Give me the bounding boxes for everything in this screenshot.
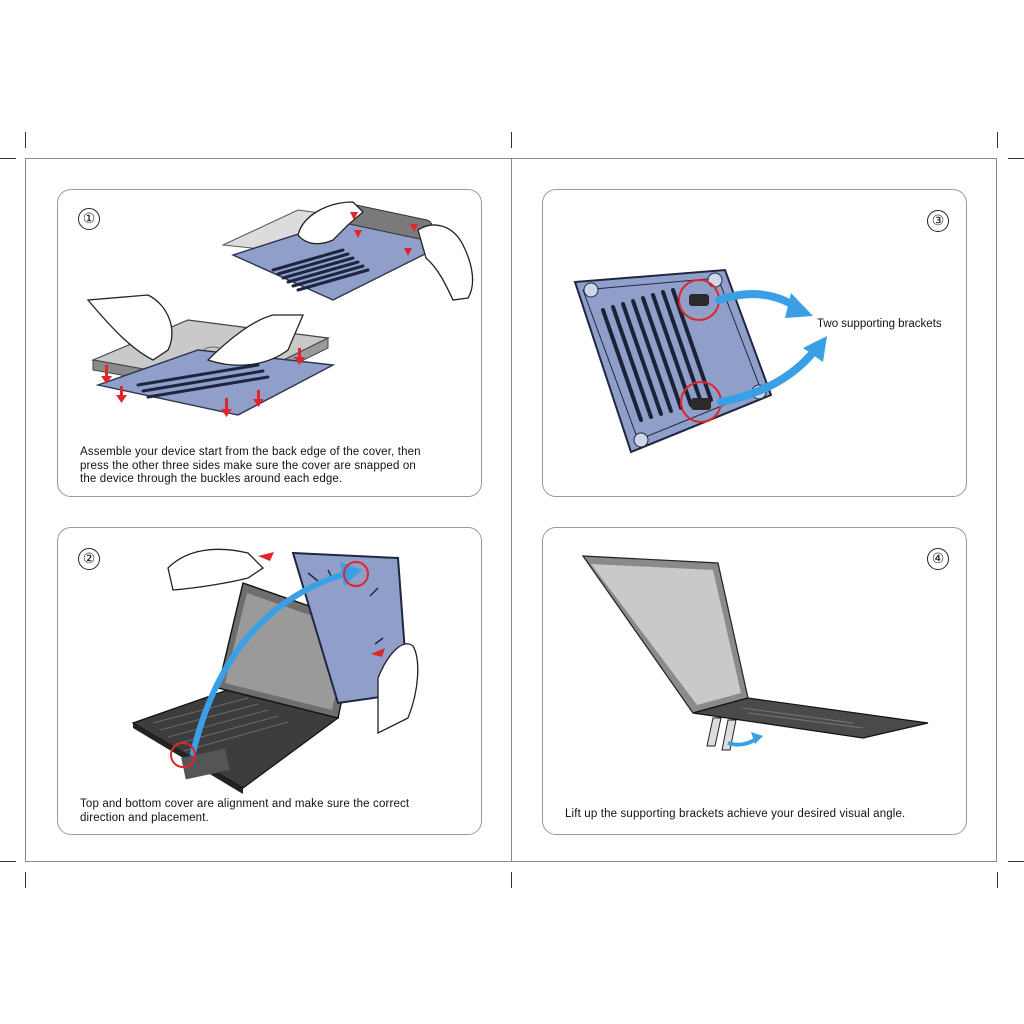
step-1-panel: ① [57, 189, 482, 497]
step-3-number: ③ [927, 210, 949, 232]
hand-shape [167, 548, 265, 591]
crop-mark [511, 872, 512, 888]
step-2-panel: ② Top and bottom cover are ali [57, 527, 482, 835]
alignment-highlight-bottom [170, 742, 196, 768]
caption-line: direction and placement. [80, 811, 209, 824]
caption-line: Lift up the supporting brackets achieve … [565, 808, 906, 820]
hand-shape [206, 314, 304, 366]
hand-shape [86, 294, 173, 361]
case-bottom-shell [573, 268, 773, 454]
laptop-base [692, 697, 929, 739]
caption-line: Assemble your device start from the back… [80, 446, 421, 458]
crop-mark [25, 132, 26, 148]
hand-shape [297, 201, 364, 245]
support-bracket [689, 294, 711, 410]
fold-line [511, 158, 512, 862]
support-bracket [706, 717, 737, 751]
step-2-number: ② [78, 548, 100, 570]
alignment-highlight-top [343, 561, 369, 587]
hand-shape [377, 643, 419, 735]
step-1-illustration [86, 201, 474, 417]
crop-mark [1008, 861, 1024, 862]
crop-mark [0, 158, 16, 159]
step-1-number: ① [78, 208, 100, 230]
step-2-illustration [131, 548, 419, 794]
caption-line: Top and bottom cover are alignment and m… [80, 798, 410, 810]
hand-shape [417, 224, 474, 301]
step-1-caption: Assemble your device start from the back… [80, 446, 421, 487]
caption-line: the device through the buckles around ea… [80, 473, 343, 485]
alignment-arc-arrow [190, 570, 351, 756]
step-3-panel: ③ Two supporting brackets [542, 189, 967, 497]
crop-mark [511, 132, 512, 148]
step-4-number: ④ [927, 548, 949, 570]
caption-line: press the other three sides make sure th… [80, 459, 416, 472]
pointer-arrow-bottom [717, 346, 819, 406]
step-3-illustration [573, 268, 827, 454]
brackets-callout: Two supporting brackets [817, 318, 942, 330]
crop-mark [997, 872, 998, 888]
step-4-illustration [581, 555, 929, 751]
crop-mark [0, 861, 16, 862]
step-4-caption: Lift up the supporting brackets achieve … [565, 808, 905, 822]
crop-mark [997, 132, 998, 148]
step-2-caption: Top and bottom cover are alignment and m… [80, 798, 409, 825]
crop-mark [1008, 158, 1024, 159]
case-bottom-piece [95, 349, 336, 416]
step-4-panel: ④ Lift up the supporting brackets achiev… [542, 527, 967, 835]
crop-mark [25, 872, 26, 888]
